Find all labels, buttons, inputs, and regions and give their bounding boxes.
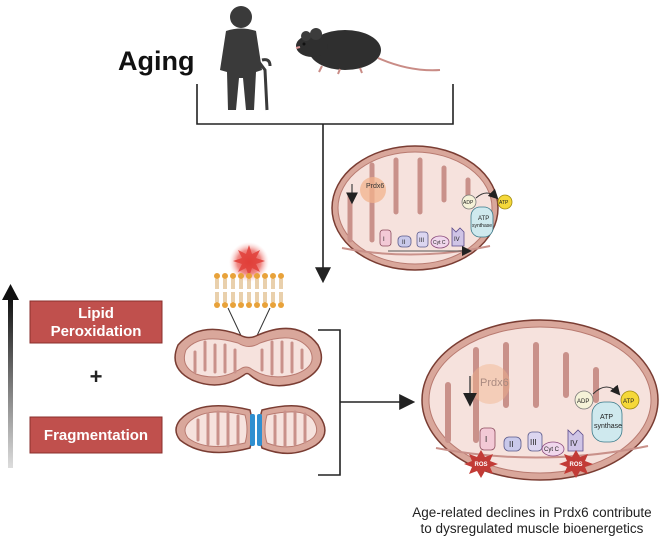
plus-sign: + (90, 364, 103, 389)
adp-circle (461, 194, 477, 210)
adp-circle-big (574, 390, 594, 410)
atp-label-big: ATP (623, 399, 634, 405)
fragmentation-label: Fragmentation (44, 427, 148, 444)
prdx6-label: Prdx6 (366, 183, 384, 190)
elderly-person-icon (220, 6, 272, 111)
lipid-peroxidation-box: Lipid Peroxidation (29, 300, 163, 344)
complex-i-label-big: I (485, 435, 487, 444)
ros-burst-left: ROS (464, 450, 498, 478)
fission-protein-left (250, 414, 255, 446)
atp-synthase-big-label-2: synthase (594, 423, 622, 430)
ros-burst-right: ROS (559, 450, 593, 478)
complex-iii-label-big: III (530, 438, 537, 447)
caption-line-1: Age-related declines in Prdx6 contribute (412, 505, 651, 520)
mitochondrion-top: Prdx6 I II III Cyt C IV ATP synthase ADP… (331, 145, 513, 271)
ros-label-right: ROS (569, 462, 582, 468)
fission-protein-right (257, 414, 262, 446)
aging-title: Aging (118, 46, 194, 76)
prdx6-blob (360, 177, 386, 203)
prdx6-blob-faded (470, 364, 510, 404)
cyt-c-label: Cyt C (433, 240, 446, 246)
complex-iv-label: IV (454, 237, 460, 243)
lipid-bilayer-icon (214, 242, 284, 343)
peroxidized-mitochondrion (174, 327, 323, 387)
fragmented-mitochondrion (175, 405, 326, 454)
increase-arrow (2, 284, 19, 468)
adp-label: ADP (463, 200, 474, 206)
complex-i-label: I (383, 237, 385, 243)
complex-iv-label-big: IV (570, 439, 578, 448)
prdx6-label-big: Prdx6 (480, 377, 509, 389)
mouse-icon (295, 28, 441, 75)
atp-synthase-label-1: ATP (478, 216, 489, 222)
ros-label-left: ROS (474, 462, 487, 468)
atp-synthase-big (591, 401, 623, 443)
complex-iii-label: III (419, 238, 424, 244)
adp-label-big: ADP (577, 399, 589, 405)
atp-synthase (470, 206, 494, 238)
caption-line-2: to dysregulated muscle bioenergetics (421, 521, 644, 536)
mitochondrion-dysregulated: Prdx6 I II III Cyt C IV ATP synthase ADP… (421, 319, 659, 481)
fragmentation-box: Fragmentation (29, 416, 163, 454)
atp-circle-big (620, 390, 640, 410)
cyt-c-label-big: Cyt C (544, 447, 560, 453)
complex-ii-label-big: II (509, 440, 513, 449)
top-bracket (196, 84, 454, 125)
complex-ii-label: II (402, 240, 406, 246)
atp-label: ATP (499, 200, 509, 206)
lipid-label-line1: Lipid (78, 305, 114, 322)
lipid-label-line2: Peroxidation (51, 323, 142, 340)
atp-synthase-label-2: synthase (472, 223, 492, 229)
atp-synthase-big-label-1: ATP (600, 414, 613, 421)
atp-circle (497, 194, 513, 210)
